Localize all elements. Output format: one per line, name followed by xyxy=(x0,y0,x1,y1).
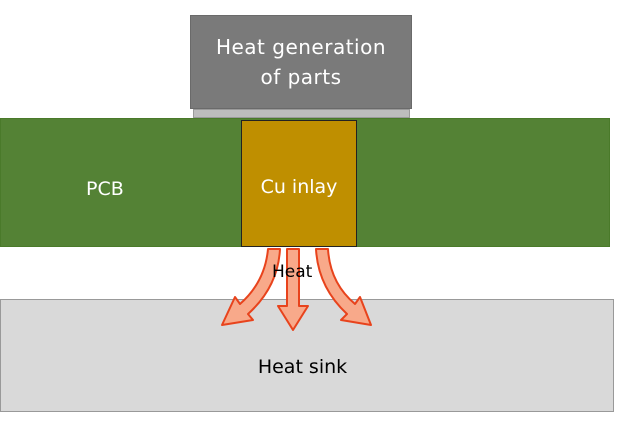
cu-inlay-label: Cu inlay xyxy=(260,176,338,198)
cu-inlay: Cu inlay xyxy=(241,120,357,247)
heat-arrow-right xyxy=(315,248,372,326)
heat-source-part: Heat generation of parts xyxy=(190,15,412,109)
heat-arrow-center xyxy=(277,248,309,331)
heat-arrow-left xyxy=(221,248,281,326)
pcb-label: PCB xyxy=(86,178,124,200)
heat-sink-label: Heat sink xyxy=(257,356,348,378)
heat-sink xyxy=(0,299,614,412)
part-base-plate xyxy=(193,109,410,118)
part-label-line1: Heat generation xyxy=(215,35,387,59)
heat-label: Heat xyxy=(272,262,313,282)
part-label-line2: of parts xyxy=(260,65,342,89)
